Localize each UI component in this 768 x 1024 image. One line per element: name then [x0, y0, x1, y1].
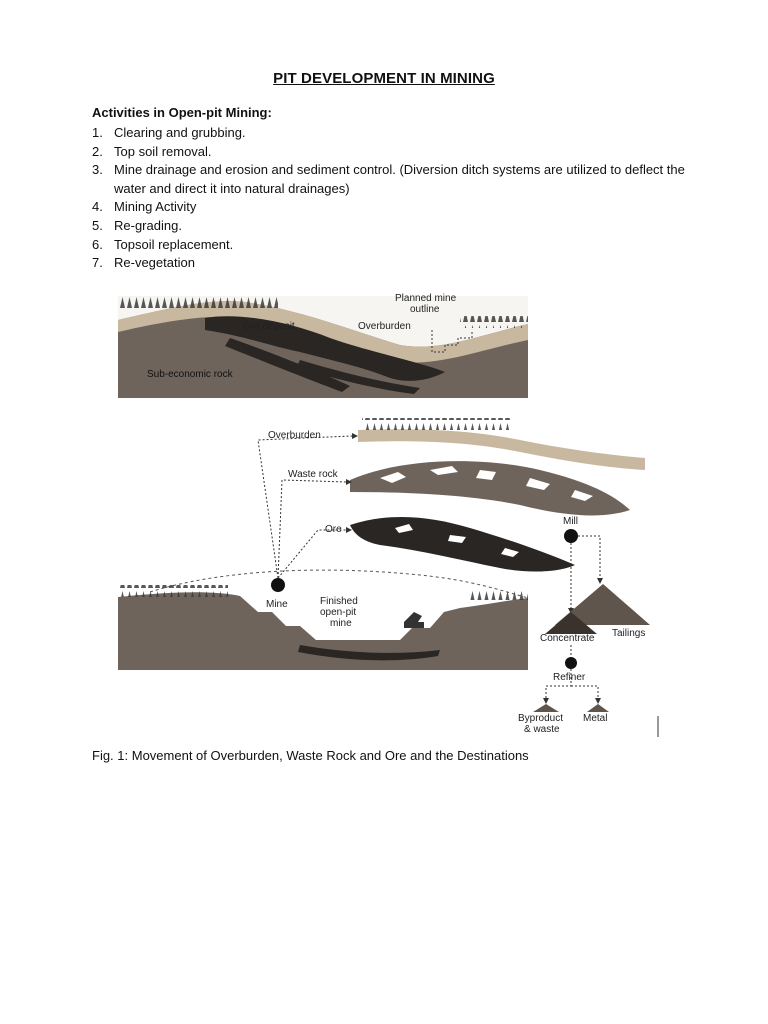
list-text: Mine drainage and erosion and sediment c…	[114, 162, 685, 196]
tree-line	[460, 316, 528, 328]
refiner-node	[565, 657, 577, 669]
metal-label: Metal	[583, 713, 607, 724]
ore-vein	[298, 645, 440, 661]
byproduct-pile	[533, 704, 559, 712]
arrow-head	[352, 433, 358, 439]
list-item: 3. Mine drainage and erosion and sediment…	[92, 161, 702, 198]
arrow-mine-to-ore	[277, 529, 346, 579]
arrow-head	[568, 608, 574, 614]
ore-label: Ore	[325, 524, 342, 535]
arrow-mine-to-overburden	[257, 435, 353, 579]
arrow-head	[597, 578, 603, 584]
finished-mine-rock	[118, 592, 528, 670]
concentrate-label: Concentrate	[540, 633, 595, 644]
list-text: Re-grading.	[114, 217, 182, 233]
list-number: 6.	[92, 236, 103, 252]
list-item: 7. Re-vegetation	[92, 254, 702, 273]
ore-speckle	[395, 524, 519, 557]
waste-rock-speckle	[380, 466, 593, 501]
list-item: 1. Clearing and grubbing.	[92, 124, 702, 143]
arrow-head	[595, 698, 601, 704]
overburden-strip	[358, 429, 645, 470]
mine-node	[271, 578, 285, 592]
list-number: 5.	[92, 217, 103, 233]
finished-mine-label: Finished	[320, 596, 358, 607]
arrow-head	[346, 479, 352, 485]
list-text: Re-vegetation	[114, 255, 195, 271]
list-number: 4.	[92, 199, 103, 215]
arrow-mill-to-tailings	[578, 535, 601, 580]
waste-rock-layer	[350, 461, 630, 516]
waste-rock-label: Waste rock	[288, 469, 339, 480]
excavator-icon	[404, 612, 424, 628]
list-number: 7.	[92, 255, 103, 271]
byproduct-label: Byproduct	[518, 713, 563, 724]
page-title: PIT DEVELOPMENT IN MINING	[273, 70, 495, 87]
planned-mine-label: Planned mine	[395, 293, 457, 304]
mining-figure: Planned mine outline Ore deposit Overbur…	[118, 293, 659, 737]
cross-section-panel: Planned mine outline Ore deposit Overbur…	[118, 293, 528, 398]
flow-diagram: Overburden Waste rock Ore Mill Mine Fini…	[118, 418, 659, 737]
list-text: Top soil removal.	[114, 143, 212, 159]
refiner-label: Refiner	[553, 672, 586, 683]
ore-deposit-body	[205, 316, 445, 381]
arrow-refiner-to-metal	[571, 685, 599, 700]
ore-vein	[225, 338, 350, 392]
concentrate-pile	[545, 612, 597, 634]
pit-dashed-outline	[149, 569, 529, 599]
list-number: 1.	[92, 125, 103, 140]
arrow-refiner-to-byproduct	[545, 669, 572, 700]
mill-label: Mill	[563, 516, 578, 527]
finished-mine-label: mine	[330, 618, 352, 629]
mine-label: Mine	[266, 599, 288, 610]
ore-vein	[296, 360, 420, 394]
list-text: Mining Activity	[114, 199, 197, 215]
list-number: 3.	[92, 162, 103, 178]
activities-list: 1. Clearing and grubbing. 2. Top soil remo…	[92, 124, 702, 273]
tree-line	[362, 418, 512, 430]
list-item: 5. Re-grading.	[92, 217, 702, 236]
list-text: Clearing and grubbing.	[114, 125, 246, 140]
arrow-mine-to-waste-rock	[277, 479, 347, 579]
arrow-head	[543, 698, 549, 704]
byproduct-label: & waste	[524, 724, 560, 735]
tree-line	[470, 588, 528, 600]
list-item: 2. Top soil removal.	[92, 143, 702, 162]
sub-economic-rock-label: Sub-economic rock	[147, 369, 234, 380]
list-item: 6. Topsoil replacement.	[92, 236, 702, 255]
arrow-heads	[346, 433, 603, 704]
tailings-pile	[555, 584, 650, 625]
ore-deposit-label: Ore deposit	[243, 321, 295, 332]
list-text: Topsoil replacement.	[114, 236, 234, 252]
activities-heading: Activities in Open-pit Mining:	[92, 105, 272, 120]
planned-mine-outline	[431, 330, 473, 353]
ore-body	[350, 516, 575, 572]
finished-mine-label: open-pit	[320, 607, 356, 618]
tailings-label: Tailings	[612, 628, 645, 639]
list-item: 4. Mining Activity	[92, 198, 702, 217]
figure-caption: Fig. 1: Movement of Overburden, Waste Ro…	[92, 748, 529, 763]
list-number: 2.	[92, 143, 103, 159]
overburden-label: Overburden	[358, 321, 411, 332]
arrow-head	[346, 527, 352, 533]
flow-arrows	[257, 435, 601, 700]
planned-mine-label: outline	[410, 304, 440, 315]
mill-node	[564, 529, 578, 543]
metal-pile	[587, 704, 609, 712]
tree-line	[118, 585, 228, 597]
tree-line	[118, 296, 278, 310]
overburden-flow-label: Overburden	[268, 430, 321, 441]
